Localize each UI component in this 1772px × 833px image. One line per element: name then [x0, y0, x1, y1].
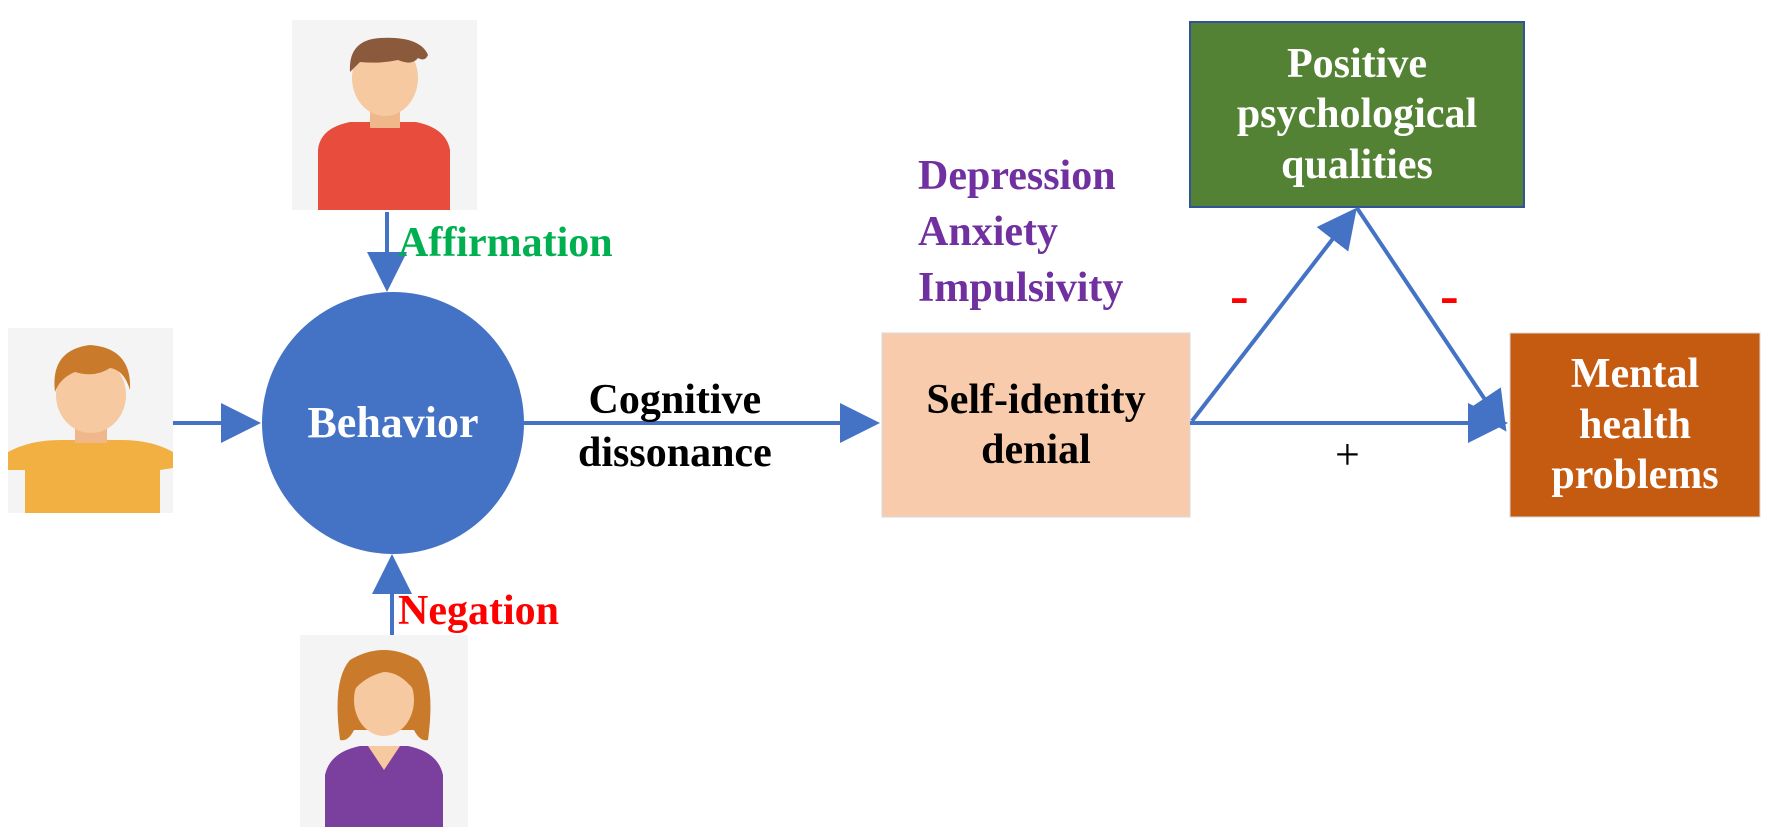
positive-qualities-node-label: Positive psychological qualities	[1190, 22, 1524, 207]
top-person-icon	[292, 20, 477, 210]
self-identity-line-2: denial	[981, 427, 1091, 473]
self-identity-line-1: Self-identity	[926, 376, 1146, 423]
bottom-person-icon	[300, 635, 468, 827]
minus-left-sign: -	[1230, 265, 1249, 327]
minus-right-sign: -	[1440, 265, 1459, 327]
moderator-anxiety: Anxiety	[918, 209, 1058, 255]
cognitive-line-1: Cognitive	[588, 377, 762, 423]
mental-line-1: Mental	[1570, 351, 1700, 398]
cognitive-line-2: dissonance	[578, 429, 772, 476]
behavior-node-label: Behavior	[307, 398, 479, 447]
moderator-depression: Depression	[918, 153, 1116, 199]
mental-line-3: problems	[1551, 452, 1719, 499]
self-identity-node-label: Self-identity denial	[882, 333, 1190, 517]
positive-to-mental-arrow	[1355, 206, 1507, 432]
plus-sign: +	[1335, 430, 1360, 479]
mental-health-node-label: Mental health problems	[1510, 333, 1760, 517]
moderator-impulsivity: Impulsivity	[918, 265, 1124, 311]
positive-qualities-node-box	[1189, 21, 1525, 208]
mental-line-2: health	[1578, 401, 1691, 448]
positive-line-1: Positive	[1287, 40, 1427, 87]
mental-health-node-box	[1509, 332, 1761, 518]
denial-to-positive-arrow	[1190, 207, 1357, 423]
affirmation-label: Affirmation	[398, 220, 613, 266]
positive-line-3: qualities	[1281, 141, 1433, 188]
positive-line-2: psychological	[1236, 91, 1478, 138]
negation-label: Negation	[398, 588, 559, 634]
behavior-node-circle	[262, 292, 524, 554]
moderators-list: Depression Anxiety Impulsivity	[918, 148, 1123, 316]
self-identity-node-box	[881, 332, 1191, 518]
cognitive-dissonance-label: Cognitive dissonance	[578, 374, 772, 479]
left-person-icon	[8, 328, 173, 513]
